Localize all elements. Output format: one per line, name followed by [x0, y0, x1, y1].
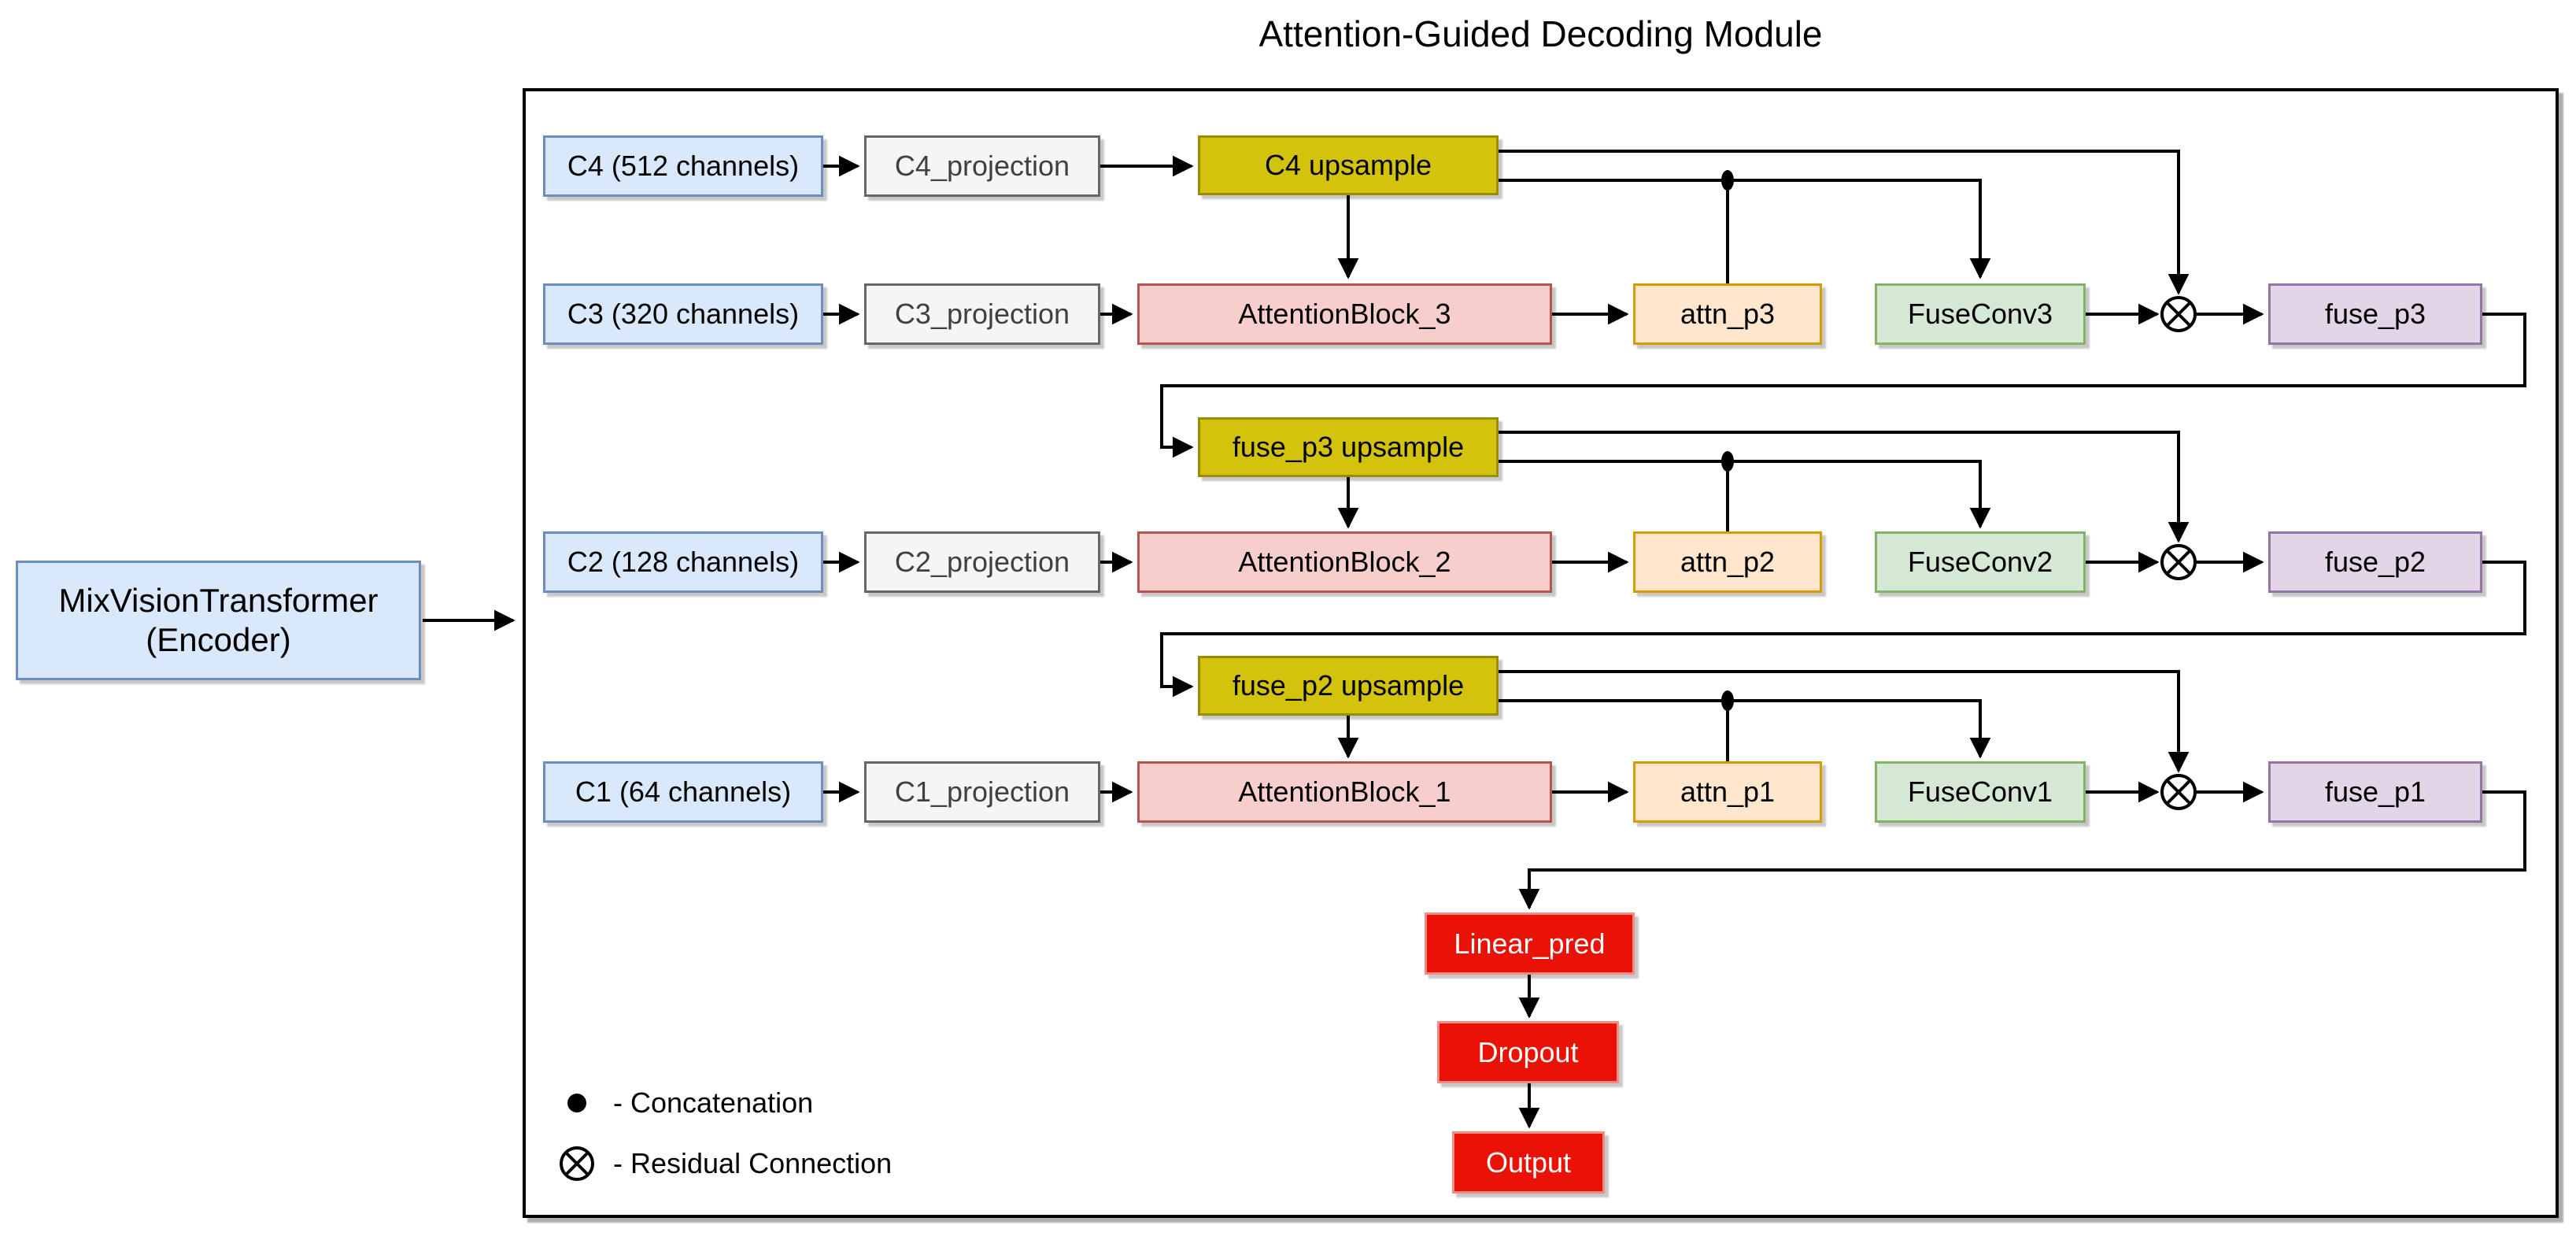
encoder-name: MixVisionTransformer [58, 582, 379, 620]
attention-block-1-box: AttentionBlock_1 [1137, 761, 1552, 823]
attn-p2-box: attn_p2 [1633, 531, 1822, 593]
dropout-box: Dropout [1437, 1021, 1619, 1083]
fuse-p3-box: fuse_p3 [2268, 283, 2482, 345]
output-box: Output [1452, 1131, 1605, 1194]
c4-projection-box: C4_projection [864, 135, 1100, 197]
c1-projection-box: C1_projection [864, 761, 1100, 823]
c2-projection-box: C2_projection [864, 531, 1100, 593]
legend-residual-label: - Residual Connection [613, 1147, 893, 1179]
attention-block-2-box: AttentionBlock_2 [1137, 531, 1552, 593]
encoder-sub: (Encoder) [146, 621, 291, 658]
c3-projection-box: C3_projection [864, 283, 1100, 345]
fuse-p2-box: fuse_p2 [2268, 531, 2482, 593]
fuse-conv-3-box: FuseConv3 [1875, 283, 2086, 345]
attn-p1-box: attn_p1 [1633, 761, 1822, 823]
c4-upsample-box: C4 upsample [1198, 135, 1499, 195]
attention-block-3-box: AttentionBlock_3 [1137, 283, 1552, 345]
input-c3-box: C3 (320 channels) [543, 283, 823, 345]
legend-concatenation-label: - Concatenation [613, 1086, 814, 1119]
fuse-conv-1-box: FuseConv1 [1875, 761, 2086, 823]
fuse-p2-upsample-box: fuse_p2 upsample [1198, 656, 1499, 716]
input-c1-box: C1 (64 channels) [543, 761, 823, 823]
fuse-conv-2-box: FuseConv2 [1875, 531, 2086, 593]
encoder-box: MixVisionTransformer (Encoder) [16, 561, 421, 680]
fuse-p1-box: fuse_p1 [2268, 761, 2482, 823]
diagram-title: Attention-Guided Decoding Module [1258, 13, 1823, 54]
linear-pred-box: Linear_pred [1425, 912, 1635, 975]
input-c2-box: C2 (128 channels) [543, 531, 823, 593]
input-c4-box: C4 (512 channels) [543, 135, 823, 197]
attn-p3-box: attn_p3 [1633, 283, 1822, 345]
fuse-p3-upsample-box: fuse_p3 upsample [1198, 417, 1499, 477]
